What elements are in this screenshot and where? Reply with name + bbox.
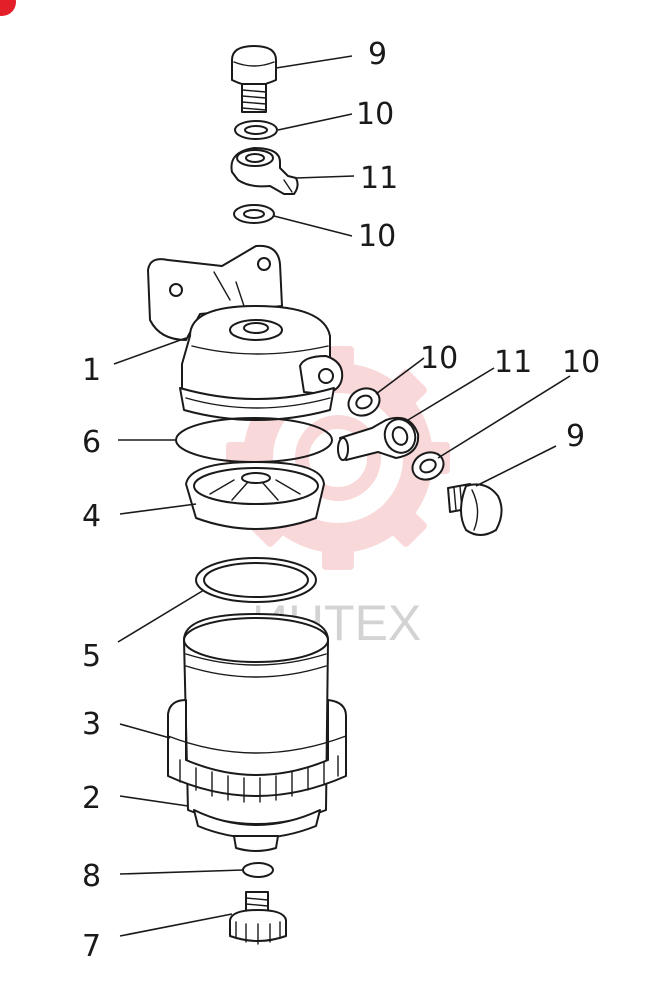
- callout-label: 8: [82, 859, 101, 894]
- part-9-right-bolt: [447, 483, 503, 536]
- leader-10-right-upper: [375, 357, 425, 395]
- callout-label: 4: [82, 499, 101, 534]
- callout-label: 3: [82, 707, 101, 742]
- part-9-top-bolt: [231, 45, 277, 113]
- part-2-filter-bowl: [183, 613, 329, 852]
- leader-9-right: [475, 445, 557, 487]
- callout-label: 5: [82, 639, 101, 674]
- leader-1: [113, 337, 187, 365]
- callout-label: 10: [356, 97, 394, 132]
- callout-label: 11: [360, 161, 398, 196]
- part-11-top-banjo-fitting: [230, 147, 299, 195]
- callout-labels: 9 10 11 10 1 10 11 10 6 9 4 5 3 2 8 7: [82, 37, 600, 964]
- part-10-top-washer-lower: [233, 204, 275, 224]
- callout-label: 10: [562, 345, 600, 380]
- part-11-right-banjo-fitting: [337, 416, 420, 461]
- leader-lines: [113, 55, 571, 937]
- leader-3: [119, 723, 171, 739]
- callout-label: 10: [358, 219, 396, 254]
- callout-label: 1: [82, 353, 101, 388]
- part-10-right-washer-upper: [347, 387, 381, 417]
- leader-8: [119, 869, 244, 875]
- leader-11-right: [407, 367, 495, 421]
- leader-9-top: [275, 55, 353, 69]
- callout-label: 7: [82, 929, 101, 964]
- callout-label: 9: [368, 37, 387, 72]
- callout-label: 10: [420, 341, 458, 376]
- leader-10-top: [277, 113, 353, 131]
- part-8-small-o-ring: [242, 862, 274, 878]
- leader-5: [117, 589, 205, 643]
- part-5-gasket: [195, 557, 317, 603]
- leader-2: [119, 795, 189, 807]
- leader-10-lower: [273, 215, 353, 237]
- callout-label: 6: [82, 425, 101, 460]
- part-7-drain-plug: [229, 891, 287, 945]
- part-3-retaining-ring: [167, 699, 347, 803]
- leader-7: [119, 913, 233, 937]
- part-1-filter-head: [147, 244, 344, 421]
- leader-10-right-lower: [437, 375, 571, 459]
- callout-label: 9: [566, 419, 585, 454]
- callout-label: 11: [494, 345, 532, 380]
- corner-brand-mark: [0, 0, 16, 16]
- callout-label: 2: [82, 781, 101, 816]
- part-10-top-washer: [234, 120, 278, 140]
- leader-11-top: [295, 175, 355, 179]
- part-10-right-washer-lower: [411, 451, 445, 481]
- leader-4: [119, 503, 197, 515]
- part-4-filter-element-cap: [185, 461, 325, 530]
